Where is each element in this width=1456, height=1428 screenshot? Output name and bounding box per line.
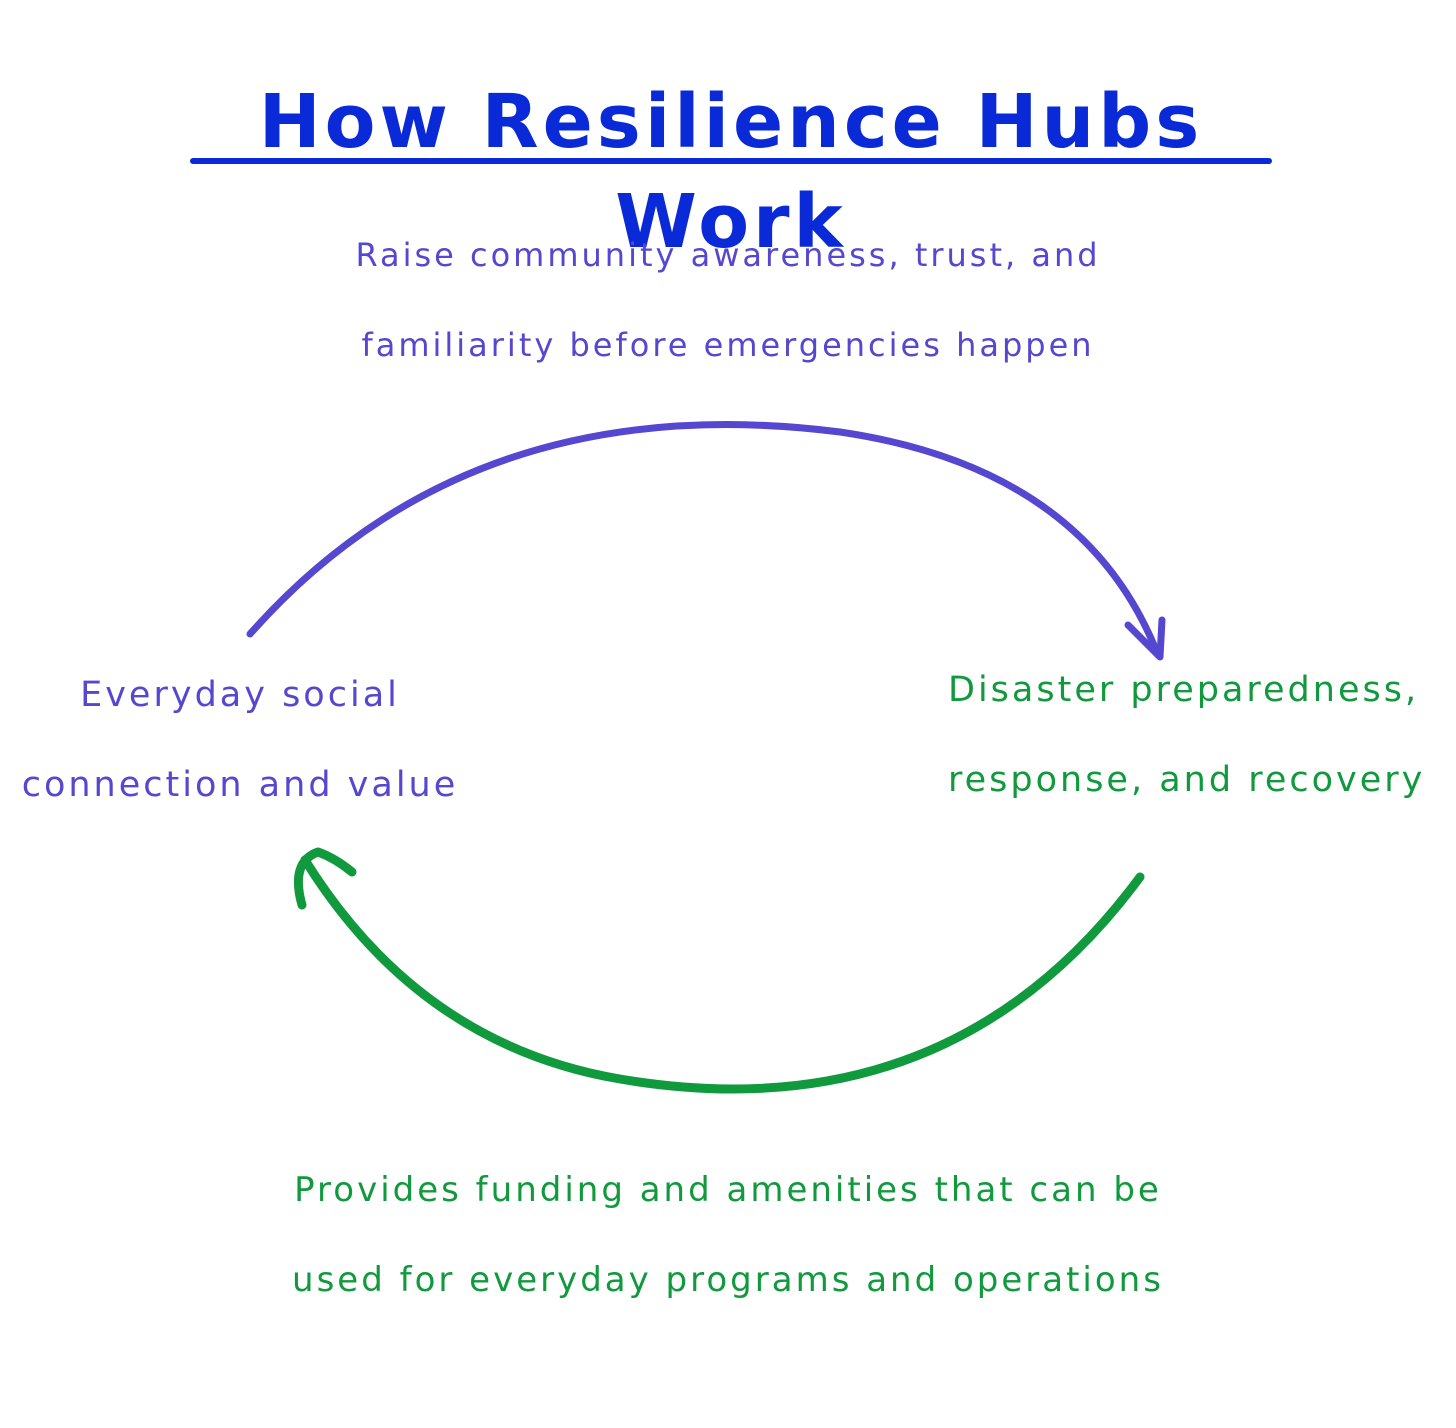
top-arrow-arc [246,421,1162,659]
bottom-note: Provides funding and amenities that can … [200,1145,1256,1325]
bottom-note-line-1: Provides funding and amenities that can … [294,1170,1162,1210]
bottom-arrow-arc [300,855,1145,1094]
top-note: Raise community awareness, trust, and fa… [200,210,1256,390]
top-arrow-head [1124,616,1166,661]
top-note-line-1: Raise community awareness, trust, and [355,236,1101,274]
right-node-line-1: Disaster preparedness, [948,670,1420,710]
left-node-line-1: Everyday social [80,675,400,715]
left-node-line-2: connection and value [21,765,459,805]
diagram-title: How Resilience Hubs Work [258,79,1204,265]
bottom-arrow-head [293,847,357,910]
top-note-line-2: familiarity before emergencies happen [361,326,1095,364]
title-underline [190,158,1272,164]
right-node: Disaster preparedness, response, and rec… [948,645,1426,825]
left-node: Everyday social connection and value [20,650,460,830]
right-node-line-2: response, and recovery [948,760,1426,800]
bottom-note-line-2: used for everyday programs and operation… [292,1260,1164,1300]
